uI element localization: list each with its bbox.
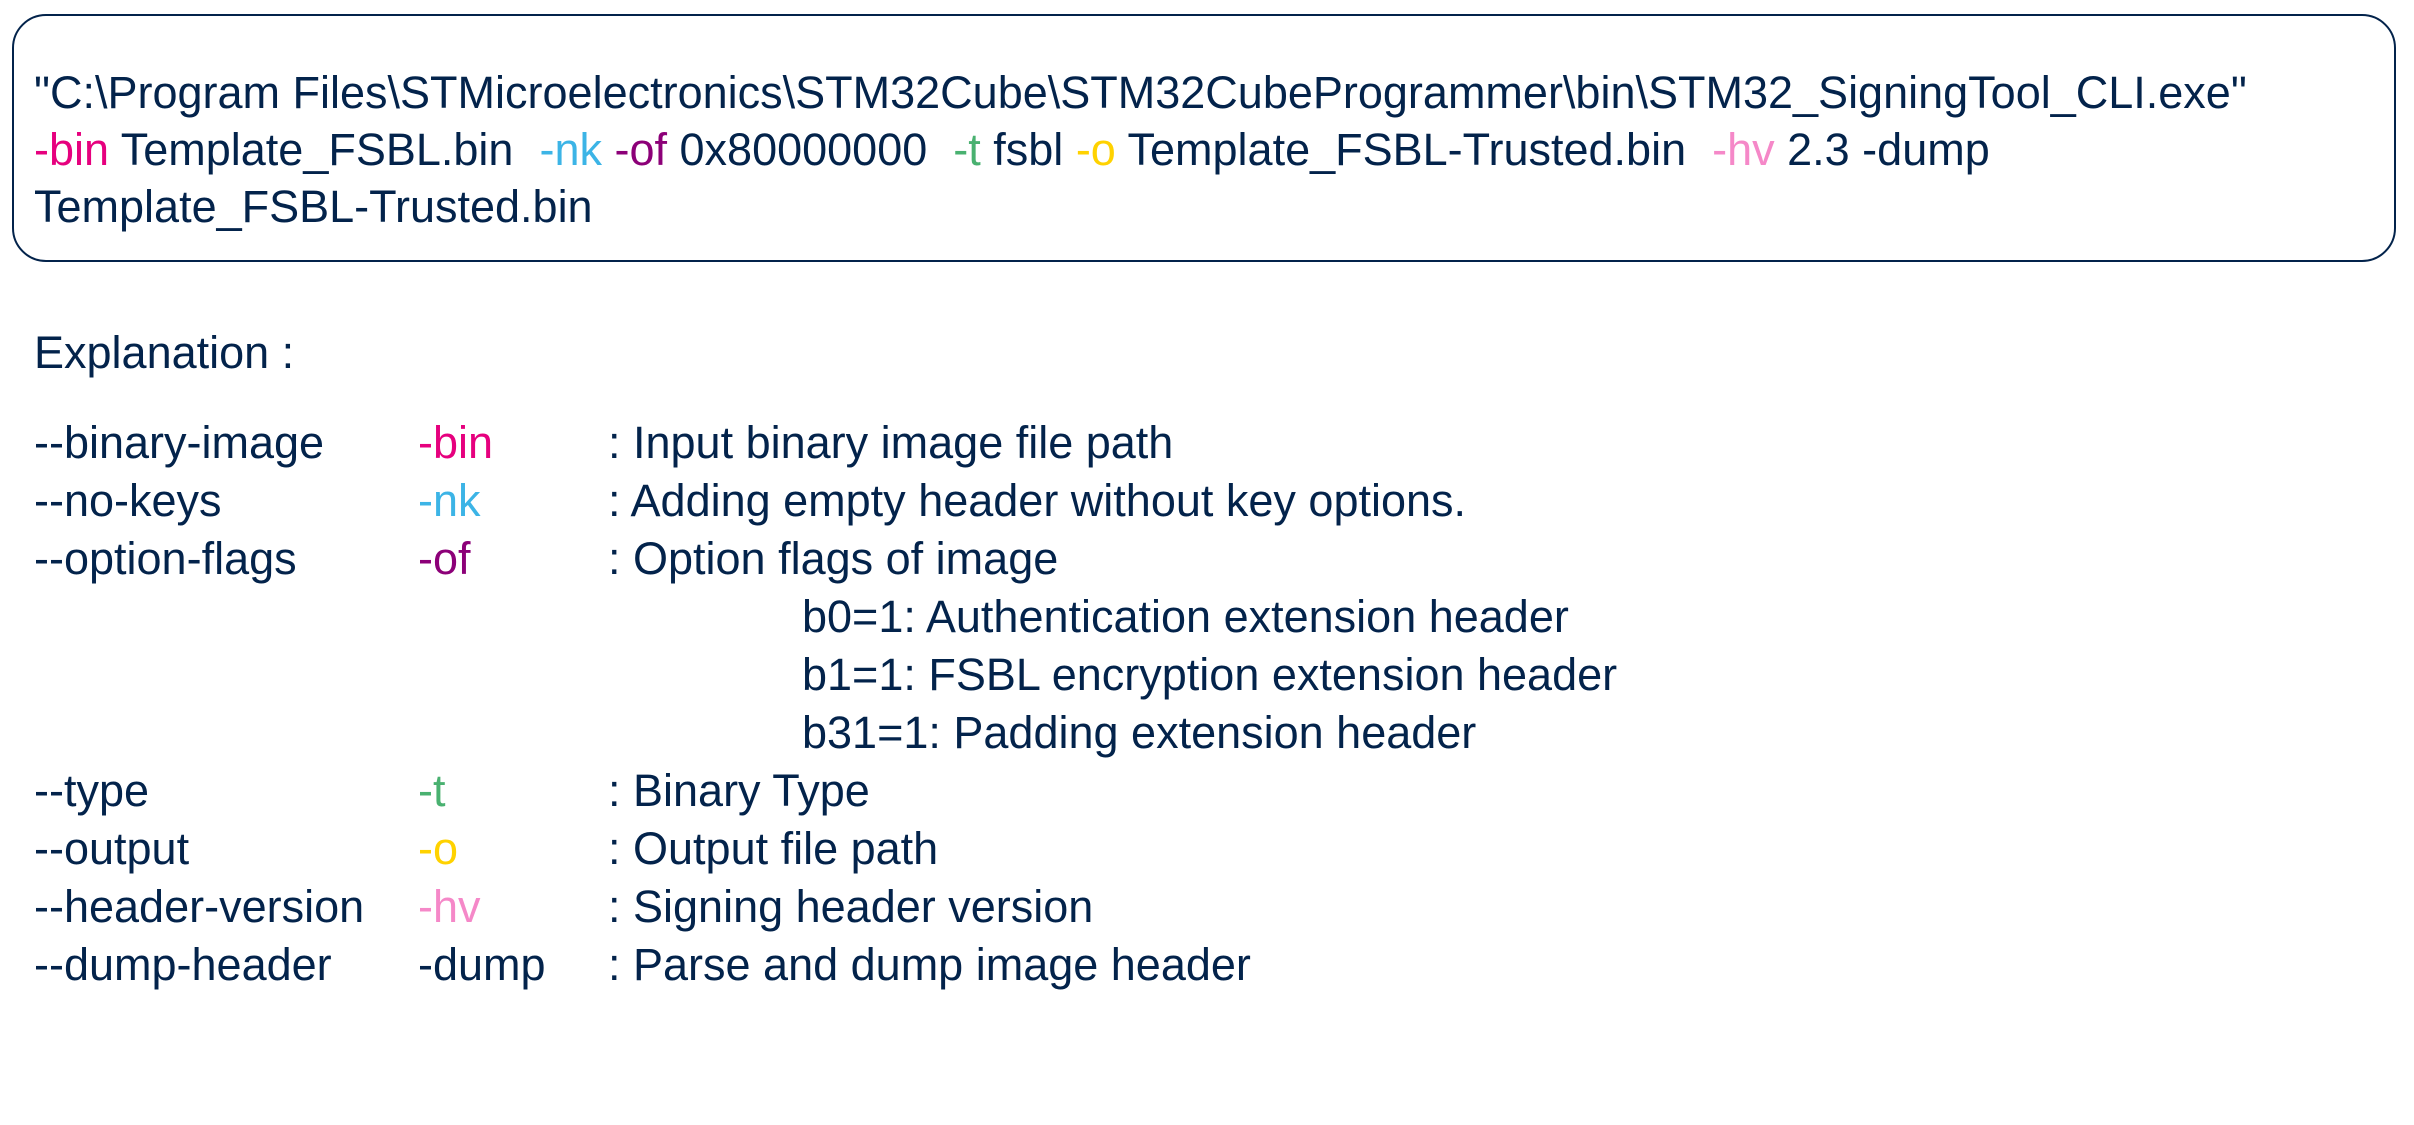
cmd-flag-t: -t — [953, 124, 981, 175]
option-short: -o — [418, 823, 459, 874]
flag-item-b1: b1=1: FSBL encryption extension header — [802, 649, 1618, 700]
option-desc: : Adding empty header without key option… — [608, 475, 1467, 526]
explanation-title: Explanation : — [34, 327, 295, 378]
option-desc: : Parse and dump image header — [608, 939, 1251, 990]
cmd-flag-of: -of — [614, 124, 668, 175]
command-line-3: Template_FSBL-Trusted.bin — [34, 181, 593, 232]
cmd-arg-input: Template_FSBL.bin — [109, 124, 514, 175]
option-row-type: --type -t : Binary Type — [0, 768, 870, 820]
option-long: --no-keys — [34, 475, 222, 526]
option-row-option-flags: --option-flags -of : Option flags of ima… — [0, 536, 1058, 588]
option-short: -dump — [418, 939, 546, 990]
option-short: -bin — [418, 417, 494, 468]
cmd-arg-type: fsbl — [980, 124, 1076, 175]
command-box — [12, 14, 2396, 262]
option-short: -nk — [418, 475, 481, 526]
option-short: -of — [418, 533, 471, 584]
option-long: --dump-header — [34, 939, 332, 990]
cmd-space — [602, 124, 615, 175]
option-desc: : Signing header version — [608, 881, 1094, 932]
flag-item-b31: b31=1: Padding extension header — [802, 707, 1477, 758]
option-row-binary-image: --binary-image -bin : Input binary image… — [0, 420, 1173, 472]
command-line-1: "C:\Program Files\STMicroelectronics\STM… — [34, 67, 2247, 118]
option-short: -hv — [418, 881, 481, 932]
option-desc: : Output file path — [608, 823, 939, 874]
cmd-flag-bin: -bin — [34, 124, 110, 175]
option-row-header-version: --header-version -hv : Signing header ve… — [0, 884, 1093, 936]
option-desc: : Binary Type — [608, 765, 870, 816]
cmd-flag-nk: -nk — [539, 124, 602, 175]
command-line-2: -bin Template_FSBL.bin -nk -of 0x80000000… — [34, 127, 1990, 172]
option-long: --binary-image — [34, 417, 325, 468]
cmd-arg-output: Template_FSBL-Trusted.bin — [1115, 124, 1687, 175]
cmd-arg-hv-dump: 2.3 -dump — [1774, 124, 1990, 175]
option-desc: : Option flags of image — [608, 533, 1059, 584]
option-long: --option-flags — [34, 533, 297, 584]
cmd-flag-o: -o — [1075, 124, 1116, 175]
flag-item-b0: b0=1: Authentication extension header — [802, 591, 1569, 642]
option-desc: : Input binary image file path — [608, 417, 1174, 468]
option-short: -t — [418, 765, 446, 816]
option-long: --output — [34, 823, 190, 874]
option-long: --type — [34, 765, 150, 816]
cmd-flag-hv: -hv — [1712, 124, 1775, 175]
option-row-output: --output -o : Output file path — [0, 826, 938, 878]
option-row-no-keys: --no-keys -nk : Adding empty header with… — [0, 478, 1466, 530]
cmd-arg-flags: 0x80000000 — [667, 124, 928, 175]
option-long: --header-version — [34, 881, 365, 932]
option-row-dump-header: --dump-header -dump : Parse and dump ima… — [0, 942, 1251, 994]
